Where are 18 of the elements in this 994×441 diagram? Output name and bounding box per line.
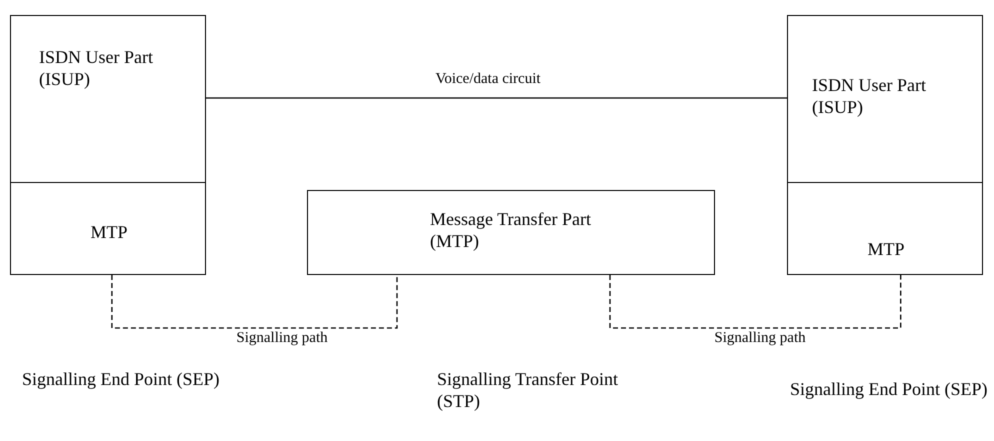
- caption-text: Signalling End Point (SEP): [22, 368, 221, 390]
- caption-text: Signalling End Point (SEP): [790, 378, 989, 400]
- process-box: [307, 190, 715, 275]
- edge-label: Signalling path: [234, 330, 330, 347]
- process-box: [10, 182, 206, 275]
- box-label: Message Transfer Part (MTP): [430, 208, 592, 252]
- box-label: ISDN User Part (ISUP): [812, 74, 927, 118]
- caption-text: Signalling Transfer Point (STP): [437, 368, 620, 412]
- box-label: MTP: [89, 221, 128, 243]
- process-box: [787, 15, 983, 183]
- dashed-connector: [111, 275, 398, 329]
- process-box: [787, 182, 983, 275]
- dashed-connector: [609, 275, 902, 329]
- edge-label: Signalling path: [712, 330, 808, 347]
- box-label: ISDN User Part (ISUP): [39, 46, 154, 90]
- process-box: [10, 15, 206, 183]
- connector-line: [206, 97, 787, 99]
- box-label: MTP: [866, 238, 906, 260]
